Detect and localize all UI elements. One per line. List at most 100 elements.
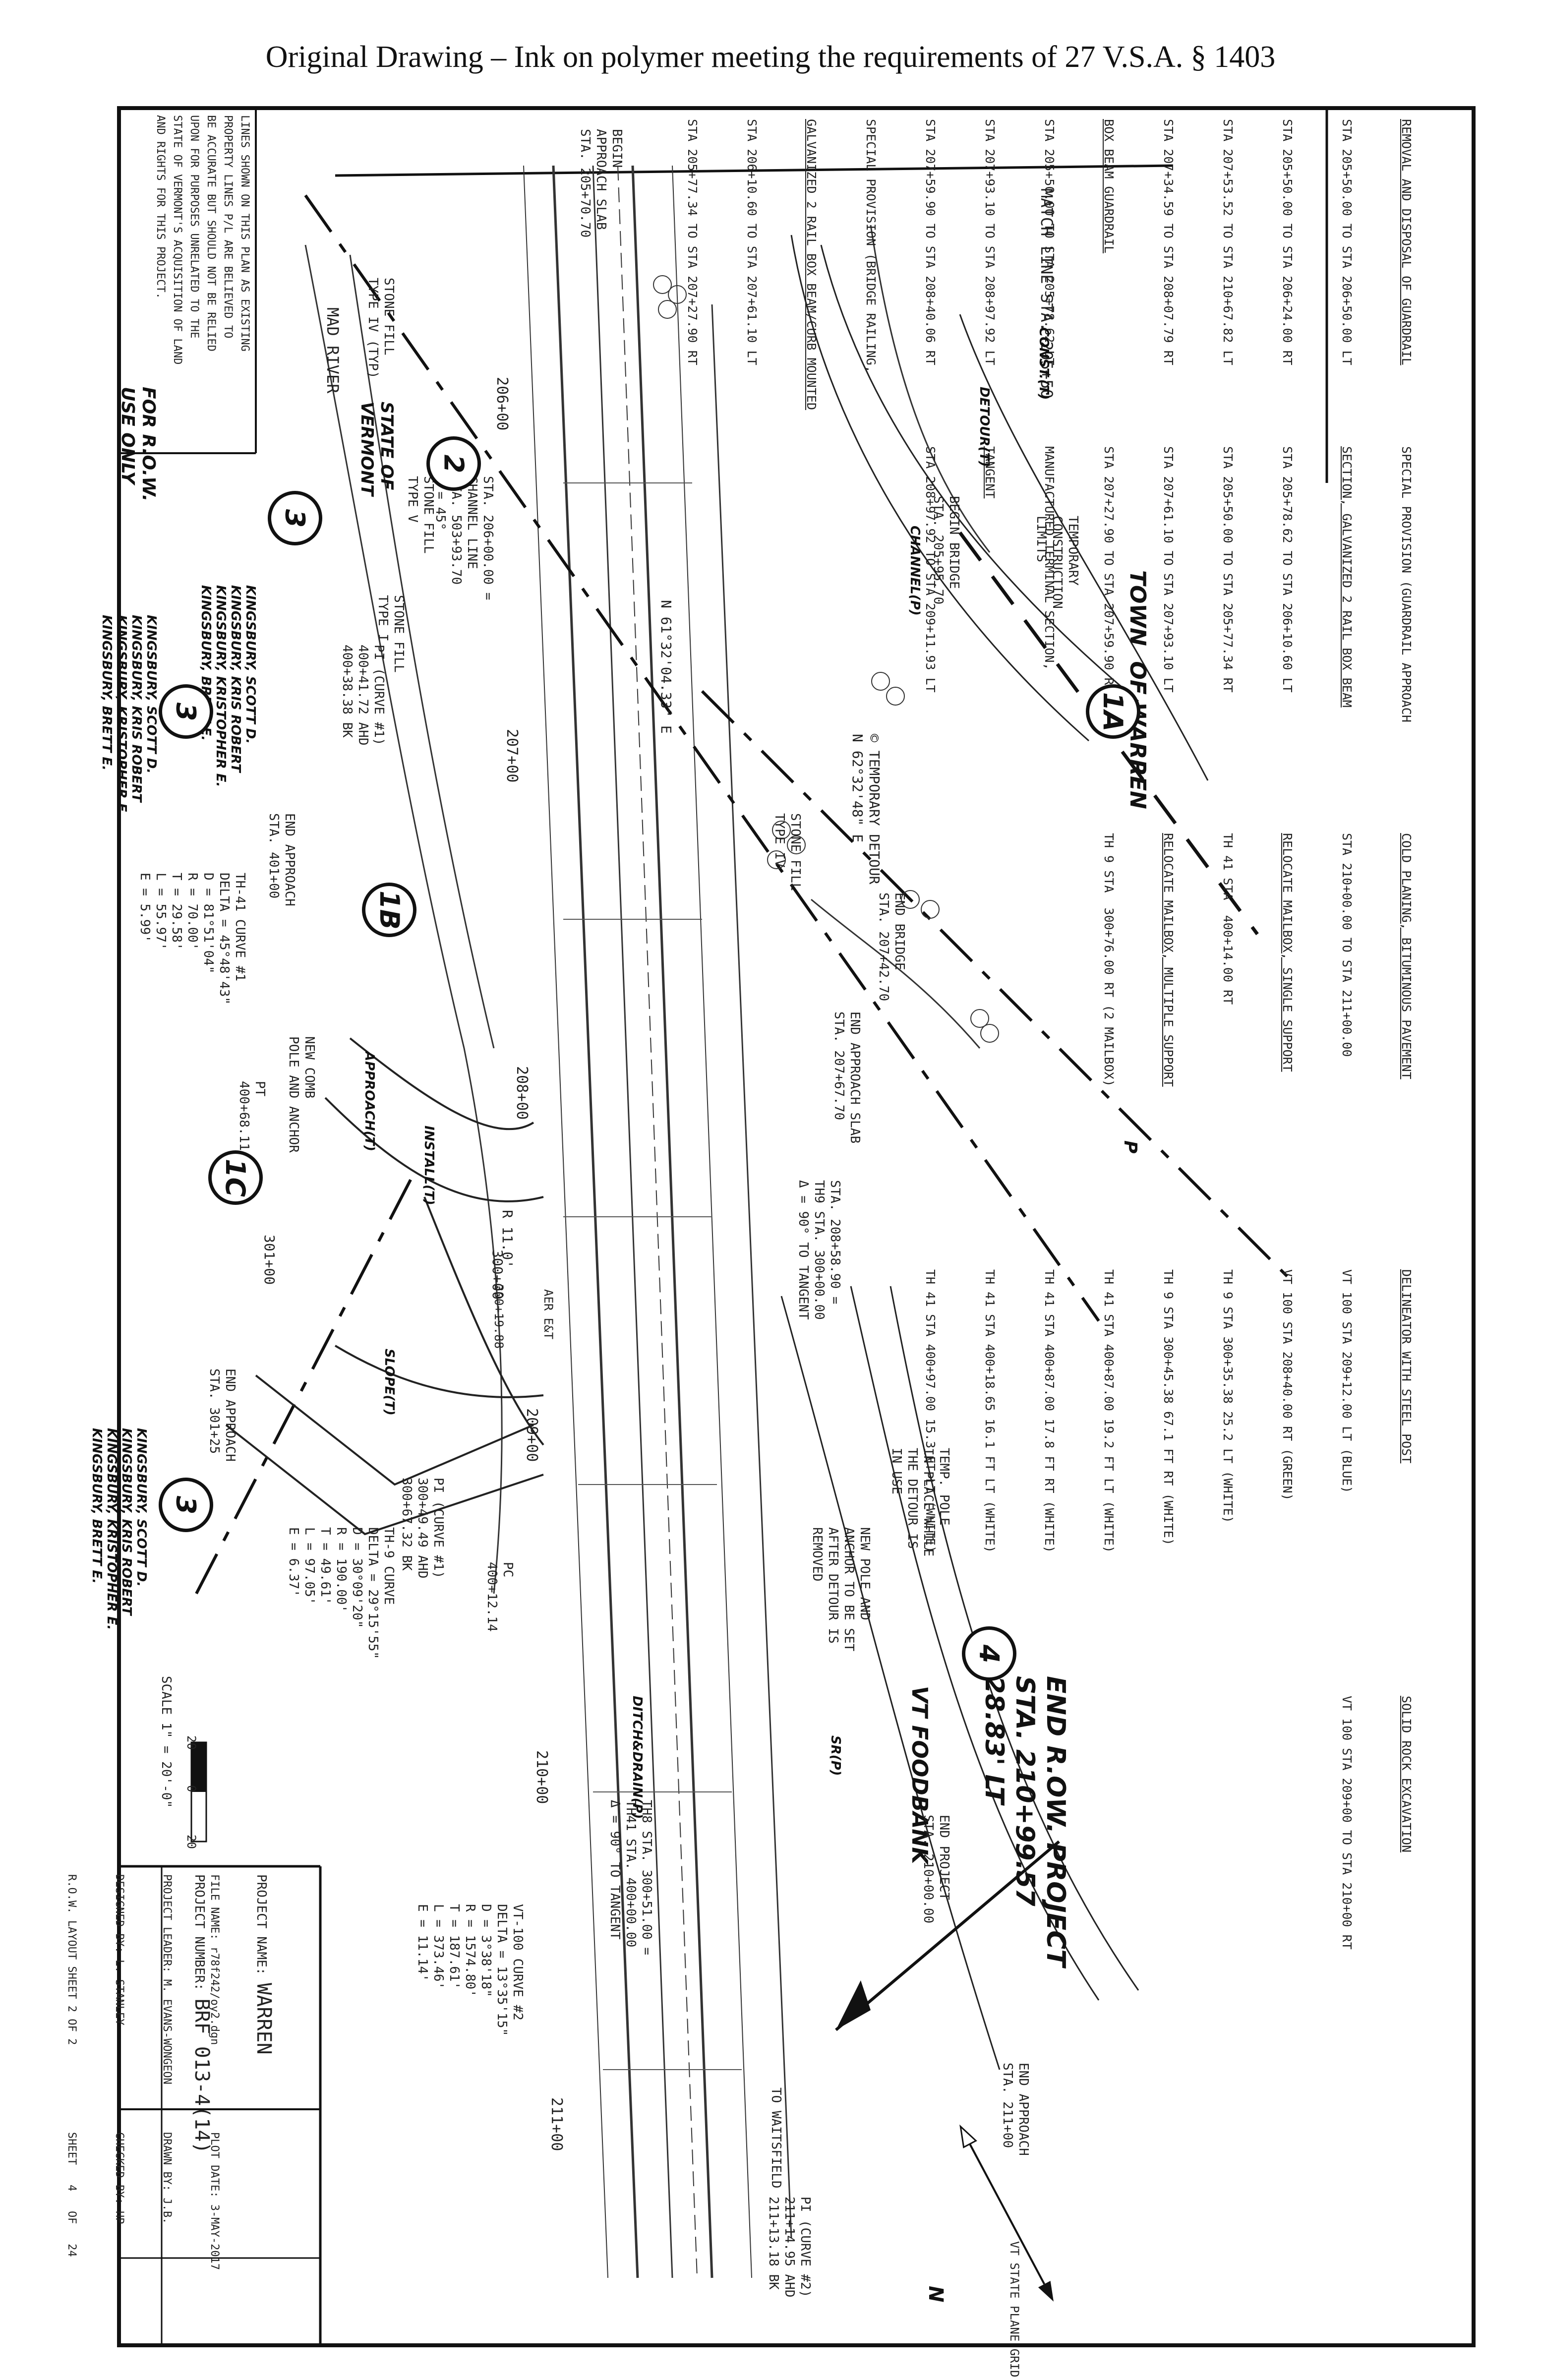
owner-label: KINGSBURY, SCOTT D. KINGSBURY, KRIS ROBE… [198, 585, 258, 787]
notes-col-2-line: STA 207+27.90 TO STA 207+59.90 RT [1102, 446, 1116, 693]
file-name: FILE NAME: r78f242/oy2.dgn [208, 1874, 221, 2045]
scale-tick: 20 [184, 1835, 198, 1849]
notes-col-1-heading: REMOVAL AND DISPOSAL OF GUARDRAIL [1399, 119, 1414, 365]
end-approach-label: END APPROACH STA. 211+00 [1000, 2063, 1031, 2156]
property-line-note: LINES SHOWN ON THIS PLAN AS EXISTING PRO… [154, 115, 251, 365]
station-label: 208+00 [513, 1066, 531, 1120]
river-label: MAD RIVER [323, 307, 342, 394]
notes-col-2-line: STA 207+61.10 TO STA 207+93.10 LT [1161, 446, 1176, 693]
channel-line-label: STA. 206+00.00 = CHANNEL LINE STA. 503+9… [433, 476, 495, 600]
th41-curve-label: TH-41 CURVE #1 DELTA = 45°48'43" D = 81°… [137, 873, 247, 1005]
notes-col-4-heading: DELINEATOR WITH STEEL POST [1399, 1269, 1414, 1464]
state-plane-grid-label: VT STATE PLANE GRID [1008, 2241, 1021, 2378]
pi-curve-1-label: PI (CURVE #1) 400+41.72 AHD 400+38.38 BK [340, 645, 386, 746]
pc-label: PC 400+12.14 [484, 1562, 515, 1632]
notes-col-2-heading2b: TANGENT [983, 446, 997, 499]
notes-col-2-line: STA 205+50.00 TO STA 205+77.34 RT [1221, 446, 1235, 693]
notes-col-3-heading2: RELOCATE MAILBOX, SINGLE SUPPORT [1280, 833, 1295, 1072]
vt100-curve-label: VT-100 CURVE #2 DELTA = 13°35'15" D = 3°… [415, 1904, 525, 2036]
stone-fill-label: STONE FILL TYPE IV (TYP) [365, 278, 396, 379]
ditch-label: DITCH&DRAIN(P) [630, 1696, 645, 1819]
end-approach-label: END APPROACH STA. 401+00 [266, 813, 297, 906]
station-label: 209+00 [523, 1408, 540, 1462]
notes-col-3-heading: COLD PLANING, BITUMINOUS PAVEMENT [1399, 833, 1414, 1079]
sr-label: SR(P) [828, 1735, 843, 1776]
quantities-notes-col-4: DELINEATOR WITH STEEL POST VT 100 STA 20… [900, 1269, 1456, 1553]
notes-col-2-line: STA 205+78.62 TO STA 206+10.60 LT [1280, 446, 1295, 693]
row-line-label: P [1120, 1140, 1140, 1154]
notes-col-3-line2: TH 41 STA 400+14.00 RT [1221, 833, 1235, 1005]
state-of-vermont-label: STATE OF VERMONT [357, 402, 397, 496]
notes-col-4-line: TH 41 STA 400+87.00 19.2 FT LT (WHITE) [1102, 1269, 1116, 1553]
notes-col-4-line: VT 100 STA 208+40.00 RT (GREEN) [1280, 1269, 1295, 1501]
bearing-label: N 61°32'04.33" E [658, 600, 674, 734]
notes-col-4-line: TH 9 STA 300+35.38 25.2 LT (WHITE) [1221, 1269, 1235, 1523]
scale-label: SCALE 1" = 20'-0" [159, 1676, 174, 1808]
parcel-marker: 1C [208, 1150, 263, 1205]
project-leader: PROJECT LEADER: M. EVANS-WONGEON [161, 1874, 173, 2084]
end-row-project-label: END R.OW. PROJECT STA. 210+99.57 28.83' … [979, 1676, 1070, 1967]
parcel-marker: 1B [362, 883, 416, 937]
notes-col-1-heading2: BOX BEAM GUARDRAIL [1102, 119, 1116, 253]
aer-label: AER E&T [541, 1289, 555, 1340]
station-equation-label: TH8 STA. 300+51.00 = TH41 STA. 400+00.00… [607, 1800, 654, 1956]
for-row-use-only-label: FOR R.O.W. USE ONLY [118, 387, 159, 502]
project-name: WARREN [252, 1983, 275, 2055]
begin-approach-slab-label: BEGIN APPROACH SLAB STA. 205+70.70 [578, 129, 624, 238]
notes-col-4-line: TH 9 STA 300+45.38 67.1 FT RT (WHITE) [1161, 1269, 1176, 1546]
station-label: 211+00 [548, 2097, 565, 2151]
owner-label: KINGSBURY, SCOTT D. KINGSBURY, KRIS ROBE… [99, 615, 159, 817]
north-arrow-icon [959, 2124, 1054, 2302]
notes-col-2-heading: SPECIAL PROVISION (GUARDRAIL APPROACH [1399, 446, 1414, 722]
pi-curve-2-label: PI (CURVE #2) 211+14.95 AHD 211+13.18 BK [766, 2197, 813, 2298]
notes-col-1-heading3b: GALVANIZED 2 RAIL BOX BEAM/CURB MOUNTED [804, 119, 819, 410]
notes-col-1-line3: STA 206+10.60 TO STA 207+61.10 LT [745, 119, 759, 365]
scale-tick: 20 [184, 1735, 198, 1750]
notes-col-3-heading3: RELOCATE MAILBOX, MULTIPLE SUPPORT [1161, 833, 1176, 1087]
project-name-label: PROJECT NAME: [254, 1874, 269, 1975]
notes-col-1-line2: STA 207+59.90 TO STA 208+40.06 RT [923, 119, 938, 365]
notes-col-5-line: VT 100 STA 209+00 TO STA 210+00 RT [1340, 1696, 1354, 1950]
approach-label: APPROACH(T) [362, 1051, 377, 1152]
notes-col-4-line: VT 100 STA 209+12.00 LT (BLUE) [1340, 1269, 1354, 1493]
parcel-marker: 1A [1086, 684, 1140, 739]
drawing-caption: Original Drawing – Ink on polymer meetin… [265, 40, 1276, 74]
station-label: 207+00 [503, 729, 521, 783]
new-comb-pole-label: NEW COMB POLE AND ANCHOR [286, 1036, 317, 1153]
notes-col-1-line: STA 207+53.52 TO STA 210+67.82 LT [1221, 119, 1235, 365]
quantities-notes: REMOVAL AND DISPOSAL OF GUARDRAIL STA 20… [662, 119, 1456, 410]
north-label: N [924, 2286, 947, 2303]
pt-label: PT 400+68.11 [237, 1081, 267, 1151]
parcel-marker: 3 [159, 684, 213, 739]
stone-fill-label: STONE FILL TYPE V [405, 476, 436, 554]
scale-bar-graphic [190, 1741, 207, 1843]
station-label: 206+00 [493, 377, 511, 431]
install-label: INSTALL(T) [421, 1126, 436, 1205]
sheet-border [117, 106, 1476, 2347]
parcel-marker: 2 [426, 436, 481, 491]
notes-col-3-line3: TH 9 STA 300+76.00 RT (2 MAILBOX) [1102, 833, 1116, 1087]
notes-col-1-line: STA 207+34.59 TO STA 208+07.79 RT [1161, 119, 1176, 365]
row-sheet: R.O.W. LAYOUT SHEET 2 OF 2 [65, 1874, 78, 2045]
drawn-by: DRAWN BY: J.B. [161, 2132, 173, 2224]
owner-label: KINGSBURY, SCOTT D. KINGSBURY, KRIS ROBE… [89, 1428, 149, 1630]
sheet-number: SHEET 4 OF 24 [65, 2132, 78, 2257]
th9-curve-label: TH-9 CURVE DELTA = 29°15'55" D = 30°09'2… [286, 1527, 396, 1660]
quantities-notes-col-5: SOLID ROCK EXCAVATION VT 100 STA 209+00 … [1317, 1696, 1456, 1950]
notes-col-2-heading-b: SECTION, GALVANIZED 2 RAIL BOX BEAM [1340, 446, 1354, 708]
detour-label: DETOUR(T) [977, 387, 992, 467]
quantities-notes-col-2: SPECIAL PROVISION (GUARDRAIL APPROACH SE… [900, 446, 1456, 722]
notes-col-4-line: TH 41 STA 400+18.65 16.1 FT LT (WHITE) [983, 1269, 997, 1553]
notes-col-1-line3: STA 205+77.34 TO STA 207+27.90 RT [685, 119, 700, 365]
notes-col-1-line: STA 205+50.00 TO STA 206+50.00 LT [1340, 119, 1354, 365]
station-label: 301+00 [261, 1235, 278, 1285]
notes-col-4-line: TH 41 STA 400+87.00 17.8 FT RT (WHITE) [1042, 1269, 1057, 1553]
parcel-marker: 4 [962, 1626, 1016, 1681]
stone-fill-label: STONE FILL TYPE IV [772, 813, 803, 891]
notes-col-5-heading: SOLID ROCK EXCAVATION [1399, 1696, 1414, 1853]
designed-by: DESIGNED BY: L. STANLEY [113, 1874, 125, 2025]
parcel-marker: 3 [268, 491, 322, 545]
temp-construction-label: TEMPORARY CONSTRUCTION LIMITS [1034, 516, 1080, 609]
temporary-detour-label: © TEMPORARY DETOUR N 62°32'48" E [849, 734, 883, 885]
parcel-marker: 3 [159, 1478, 213, 1532]
